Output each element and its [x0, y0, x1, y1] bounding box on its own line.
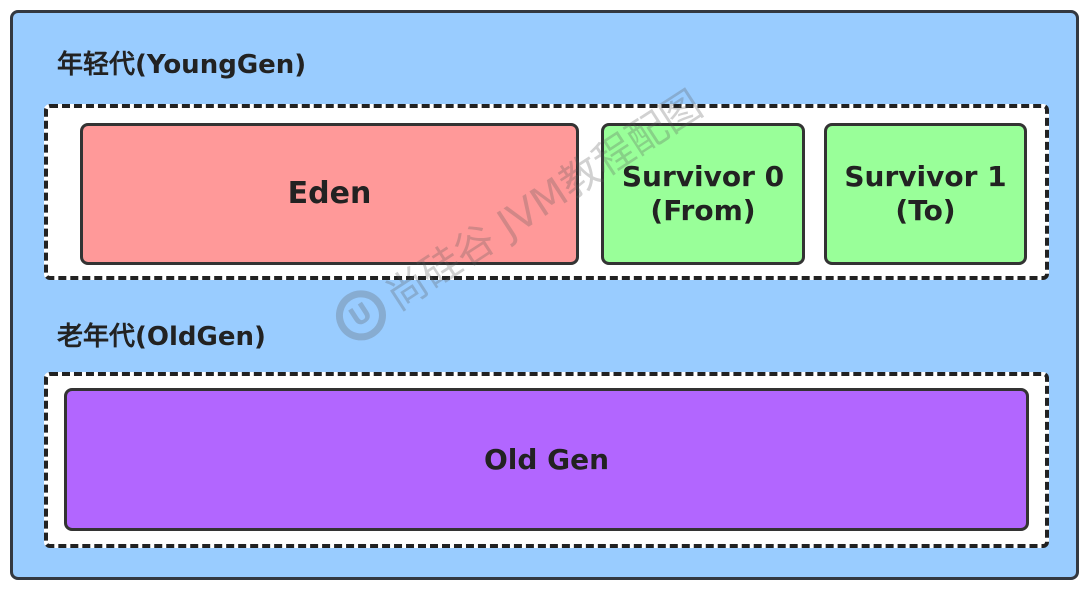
old-gen-block: Old Gen: [64, 388, 1029, 531]
old-gen-title: 老年代(OldGen): [57, 322, 266, 352]
survivor-1-block: Survivor 1 (To): [824, 123, 1027, 265]
survivor-1-label: Survivor 1: [844, 160, 1007, 194]
survivor-1-sublabel: (To): [895, 194, 956, 227]
eden-block: Eden: [80, 123, 579, 265]
old-gen-label: Old Gen: [483, 442, 610, 476]
survivor-0-block: Survivor 0 (From): [601, 123, 805, 265]
eden-label: Eden: [287, 176, 372, 211]
survivor-0-sublabel: (From): [650, 194, 756, 227]
survivor-0-label: Survivor 0: [621, 160, 785, 194]
young-gen-title: 年轻代(YoungGen): [57, 50, 307, 80]
